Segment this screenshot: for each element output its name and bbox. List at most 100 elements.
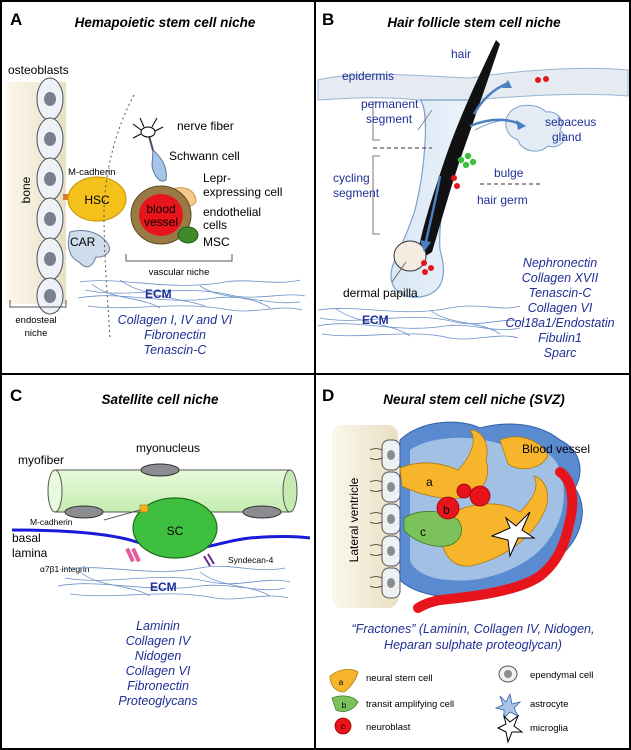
lepr-label-line2: expressing cell: [203, 185, 282, 199]
panel-c: C Satellite cell niche myofiber myonucle…: [10, 386, 311, 708]
panel-a-letter: A: [10, 10, 22, 29]
blood-vessel-label-line1: blood: [146, 202, 175, 216]
sebaceous-gland: [505, 104, 565, 152]
legend-item: ependymal cell: [498, 665, 593, 683]
permanent-label-line1: permanent: [361, 97, 419, 111]
satellite-cell: [132, 497, 218, 559]
osteoblast-nucleus: [44, 172, 56, 186]
hair-germ-label: hair germ: [477, 193, 528, 207]
m-cadherin-label-c: M-cadherin: [30, 517, 73, 527]
neural-stem-cell-icon: [329, 668, 359, 693]
myonucleus: [242, 505, 282, 519]
arrow-to-epidermis: [472, 82, 507, 115]
lateral-ventricle-label: Lateral ventricle: [347, 477, 361, 562]
m-cadherin-leader: [103, 509, 141, 521]
endothelial-label-line1: endothelial: [203, 205, 261, 219]
myofiber-label: myofiber: [18, 453, 64, 467]
bulge-stem-cell-dot: [469, 158, 477, 166]
panel-d-title: Neural stem cell niche (SVZ): [383, 392, 565, 407]
hsc-label: HSC: [84, 193, 110, 207]
panel-a-title: Hemapoietic stem cell niche: [75, 15, 256, 30]
cycling-segment-bracket: [372, 155, 380, 235]
matrix-b-line7: Sparc: [544, 346, 577, 360]
ecm-label-b: ECM: [362, 313, 389, 327]
red-cell-dot: [543, 76, 549, 82]
ecm-fibers-a: [77, 279, 306, 312]
syndecan-icon: [203, 553, 215, 567]
sebaceous-label-line1: sebaceus: [545, 115, 596, 129]
car-label: CAR: [70, 235, 96, 249]
bulge-stem-cell-dot: [462, 161, 470, 169]
nerve-fiber-label: nerve fiber: [177, 119, 234, 133]
panel-d: D Neural stem cell niche (SVZ) Lateral v…: [322, 386, 595, 744]
endosteal-label-line2: niche: [25, 328, 48, 339]
legend-badge-a: a: [339, 677, 344, 687]
m-cadherin-junction-c: [139, 504, 149, 513]
hsc-cell: [67, 176, 127, 222]
dermal-papilla-label: dermal papilla: [343, 286, 418, 300]
legend-item: microglia: [496, 714, 569, 744]
red-cell-dot: [535, 77, 541, 83]
osteoblast-stack: [36, 77, 64, 315]
legend-label-neuroblast: neuroblast: [366, 722, 411, 733]
cell-a-label: a: [426, 475, 433, 489]
ependymal-nucleus: [387, 514, 395, 524]
matrix-cell-dot: [421, 260, 427, 266]
lateral-ventricle: [332, 425, 398, 608]
legend-label-astrocyte: astrocyte: [530, 699, 569, 710]
myofiber-left-end: [47, 469, 63, 513]
msc-cell: [177, 226, 199, 244]
osteoblasts-label: osteoblasts: [8, 63, 69, 77]
endothelial-label-line2: cells: [203, 218, 227, 232]
blood-vessel-d: [413, 467, 578, 613]
bulge-stem-cell-dot: [464, 152, 472, 160]
legend-item: c neuroblast: [334, 717, 411, 735]
matrix-b-line4: Collagen VI: [528, 301, 593, 315]
matrix-d-line2: Heparan sulphate proteoglycan): [384, 638, 562, 652]
epidermis-label: epidermis: [342, 69, 394, 83]
matrix-d-line1: “Fractones” (Laminin, Collagen IV, Nidog…: [352, 622, 595, 636]
matrix-c-line6: Proteoglycans: [118, 694, 197, 708]
migration-arrows: [420, 80, 526, 252]
osteoblast-nucleus: [44, 132, 56, 146]
blood-vessel-label-line2: vessel: [144, 215, 178, 229]
cycling-label-line2: segment: [333, 186, 380, 200]
cycling-label-line1: cycling: [333, 171, 370, 185]
bone-label: bone: [19, 176, 33, 203]
blood-vessel: [139, 194, 183, 236]
satellite-cell-label: SC: [167, 524, 184, 538]
ependymal-cilia: [369, 448, 383, 588]
neuroblast-b: [436, 496, 460, 520]
microglia-cell: [490, 511, 536, 558]
legend-badge-c: c: [341, 721, 346, 731]
permanent-segment-bracket: [372, 101, 380, 141]
neural-stem-cell-orange: [439, 475, 548, 567]
bulge-label: bulge: [494, 166, 524, 180]
msc-label: MSC: [203, 235, 230, 249]
legend-badge-b: b: [342, 700, 347, 710]
blood-vessel-label: Blood vessel: [522, 442, 590, 456]
lepr-label-line1: Lepr-: [203, 171, 231, 185]
matrix-c-line5: Fibronectin: [127, 679, 189, 693]
matrix-cell-dot: [422, 269, 428, 275]
ecm-fibers-c: [57, 565, 291, 600]
legend-label-ependymal: ependymal cell: [530, 670, 593, 681]
osteoblast-nucleus: [44, 92, 56, 106]
hair-germ-cell-dot: [454, 183, 460, 189]
panel-c-title: Satellite cell niche: [101, 392, 219, 407]
integrin-icon: [125, 547, 141, 563]
ependymal-nucleus: [387, 482, 395, 492]
permanent-leader-line: [417, 109, 433, 131]
basal-label-line2: lamina: [12, 546, 48, 560]
myonucleus-label: myonucleus: [136, 441, 200, 455]
bulge-stem-cell-dot: [457, 156, 465, 164]
epidermis-band: [317, 67, 629, 104]
arrow-to-bulb: [424, 175, 442, 243]
microglia-icon: [496, 714, 524, 744]
syndecan-label: Syndecan-4: [228, 555, 274, 565]
panel-c-letter: C: [10, 386, 22, 405]
panel-b-letter: B: [322, 10, 334, 29]
osteoblast-nucleus: [44, 289, 56, 303]
matrix-b-line6: Fibulin1: [538, 331, 582, 345]
